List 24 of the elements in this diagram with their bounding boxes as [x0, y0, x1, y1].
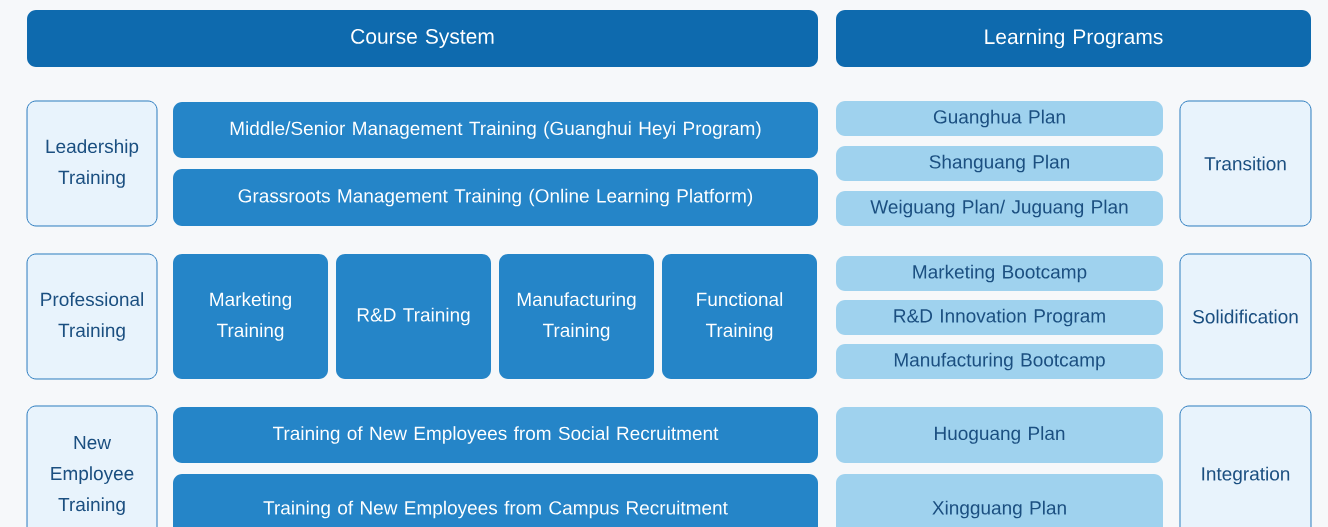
program-box: Guanghua Plan [836, 101, 1163, 136]
program-box: Shanguang Plan [836, 146, 1163, 181]
category-box: Transition [1179, 100, 1312, 227]
program-box: Huoguang Plan [836, 407, 1163, 463]
category-box: Solidification [1179, 253, 1312, 380]
program-box: Manufacturing Bootcamp [836, 344, 1163, 379]
course-box: R&D Training [336, 254, 491, 379]
course-box: Training of New Employees from Campus Recruitment [173, 474, 818, 527]
course-box: Grassroots Management Training (Online Learning Platform) [173, 169, 818, 226]
course-box: Training of New Employees from Social Recruitment [173, 407, 818, 463]
category-box: Professional Training [26, 253, 158, 380]
course-box: Functional Training [662, 254, 817, 379]
header-bar: Learning Programs [836, 10, 1311, 67]
program-box: R&D Innovation Program [836, 300, 1163, 335]
program-box: Xingguang Plan [836, 474, 1163, 527]
category-box: Integration [1179, 405, 1312, 527]
course-box: Marketing Training [173, 254, 328, 379]
category-box: Leadership Training [26, 100, 158, 227]
course-box: Middle/Senior Management Training (Guanghui Heyi Program) [173, 102, 818, 158]
program-box: Weiguang Plan/ Juguang Plan [836, 191, 1163, 226]
category-box: New Employee Training [26, 405, 158, 527]
program-box: Marketing Bootcamp [836, 256, 1163, 291]
header-bar: Course System [27, 10, 818, 67]
course-box: Manufacturing Training [499, 254, 654, 379]
